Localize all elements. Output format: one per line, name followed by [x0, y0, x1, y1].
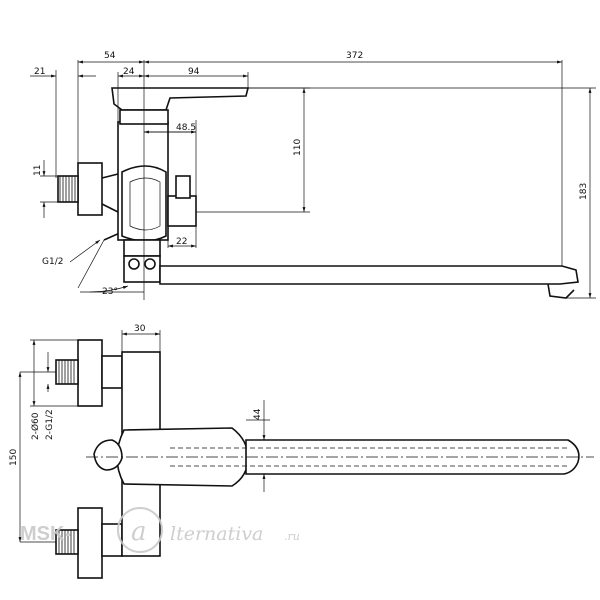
spout	[159, 265, 579, 285]
svg-text:a: a	[131, 517, 147, 547]
dim-94: 94	[188, 67, 200, 77]
wall-nut	[77, 162, 103, 216]
dim-372: 372	[346, 51, 363, 61]
dim-48-5: 48.5	[176, 123, 196, 133]
dim-2-g12: 2-G1/2	[45, 409, 55, 440]
dim-30: 30	[134, 324, 146, 334]
watermark: MSK- a lternativa .ru	[20, 507, 300, 553]
lever-handle	[111, 87, 250, 111]
upper-nut	[77, 339, 103, 407]
dim-2-phi-60: 2-Ø60	[30, 412, 41, 440]
diverter-knob	[175, 175, 191, 199]
watermark-msk: MSK-	[20, 523, 71, 545]
upper-connector	[101, 355, 123, 389]
dim-110: 110	[293, 139, 303, 156]
dim-54: 54	[104, 51, 116, 61]
dim-22: 22	[176, 237, 187, 247]
dim-24: 24	[123, 67, 135, 77]
diverter-body	[167, 195, 197, 227]
watermark-logo-a	[117, 507, 163, 553]
spout-aerator	[547, 283, 575, 299]
lower-fitting	[123, 239, 161, 257]
side-view: 54 372 21 24 94 48.5 110 183 11 22 G1/2 …	[30, 51, 596, 300]
dim-183: 183	[579, 183, 589, 200]
dim-44: 44	[253, 408, 263, 420]
watermark-domain: .ru	[284, 530, 300, 543]
top-view: 30 44 150 2-Ø60 2-G1/2	[9, 324, 594, 579]
dim-11: 11	[33, 165, 43, 176]
watermark-alternativa: lternativa	[170, 523, 263, 545]
dim-g12: G1/2	[42, 257, 63, 267]
lower-nut	[77, 507, 103, 579]
inlet-thread-hatch	[59, 176, 76, 202]
diverter-top	[93, 439, 123, 471]
dim-21: 21	[34, 67, 45, 77]
dim-150: 150	[9, 449, 19, 466]
dim-23-deg: 23°	[102, 287, 118, 297]
lower-block	[123, 255, 161, 283]
valve-body	[117, 121, 169, 241]
